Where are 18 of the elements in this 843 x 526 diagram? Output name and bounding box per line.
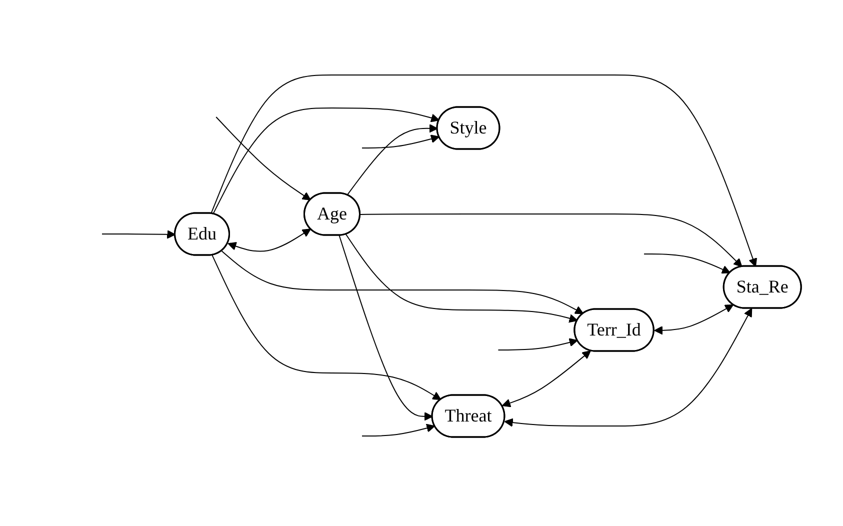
arrow	[345, 234, 578, 323]
arrow	[360, 214, 742, 268]
arrow	[210, 74, 758, 267]
arrow	[212, 254, 442, 400]
arrow	[643, 254, 730, 274]
arrow	[212, 108, 440, 214]
arrow	[221, 250, 584, 314]
arrow	[346, 124, 438, 196]
arrow	[502, 350, 591, 408]
arrow	[101, 230, 176, 239]
arrow	[338, 235, 433, 421]
arrow	[361, 424, 436, 436]
arrow	[654, 304, 734, 335]
arrow	[361, 134, 440, 148]
arrow	[228, 228, 311, 252]
arrow	[216, 116, 311, 200]
arrow	[498, 338, 578, 350]
arrow	[504, 308, 752, 427]
